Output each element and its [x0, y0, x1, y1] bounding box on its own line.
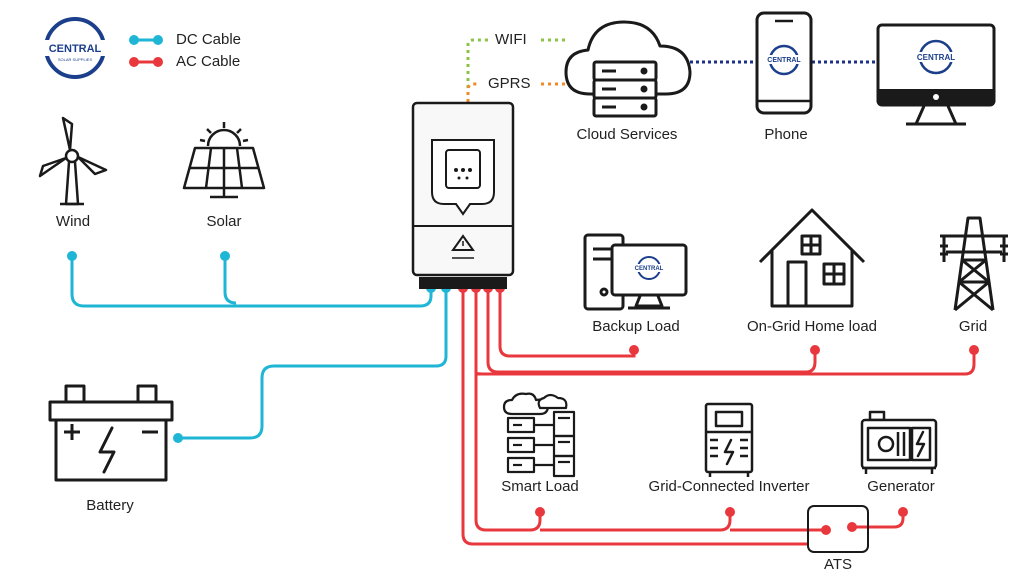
battery-icon	[48, 384, 174, 482]
generator-label: Generator	[867, 478, 935, 495]
svg-text:CENTRAL: CENTRAL	[49, 43, 102, 55]
phone-label: Phone	[764, 126, 808, 143]
smart-load-label: Smart Load	[501, 478, 579, 495]
battery-label: Battery	[86, 497, 134, 514]
legend-ac-label: AC Cable	[176, 53, 241, 70]
svg-text:SOLAR SUPPLIES: SOLAR SUPPLIES	[58, 57, 93, 62]
legend-dc-swatch	[129, 35, 163, 45]
grid-connected-inverter-label: Grid-Connected Inverter	[648, 478, 810, 495]
smart-load-icon	[502, 392, 576, 478]
ats-box	[807, 505, 869, 553]
ac-cables	[461, 288, 976, 546]
cloud-services-label: Cloud Services	[576, 126, 678, 143]
ats-label: ATS	[823, 556, 853, 573]
wifi-link	[466, 38, 566, 102]
svg-text:CENTRAL: CENTRAL	[635, 266, 664, 272]
on-grid-home-load-label: On-Grid Home load	[746, 318, 878, 335]
phone-icon: CENTRAL	[755, 11, 813, 115]
dc-cables	[70, 256, 448, 440]
svg-text:CENTRAL: CENTRAL	[917, 53, 955, 62]
wind-label: Wind	[55, 213, 91, 230]
cloud-services-icon	[564, 20, 692, 118]
solar-panel-icon	[182, 122, 266, 199]
legend-ac-swatch	[129, 57, 163, 67]
monitor-icon: CENTRAL	[876, 23, 996, 126]
grid-label: Grid	[958, 318, 988, 335]
gprs-link	[466, 82, 568, 102]
hybrid-inverter	[411, 101, 515, 289]
home-icon	[758, 208, 866, 308]
backup-load-label: Backup Load	[592, 318, 680, 335]
legend-dc-label: DC Cable	[176, 31, 242, 48]
solar-label: Solar	[206, 213, 242, 230]
backup-load-icon: CENTRAL	[583, 233, 688, 311]
svg-text:CENTRAL: CENTRAL	[767, 57, 801, 64]
grid-pylon-icon	[940, 216, 1008, 312]
wind-turbine-icon	[38, 116, 108, 206]
gprs-label: GPRS	[488, 75, 531, 92]
generator-icon	[860, 410, 938, 474]
wifi-label: WIFI	[495, 31, 527, 48]
central-logo: CENTRAL SOLAR SUPPLIES	[42, 17, 108, 79]
grid-connected-inverter-icon	[704, 402, 754, 477]
